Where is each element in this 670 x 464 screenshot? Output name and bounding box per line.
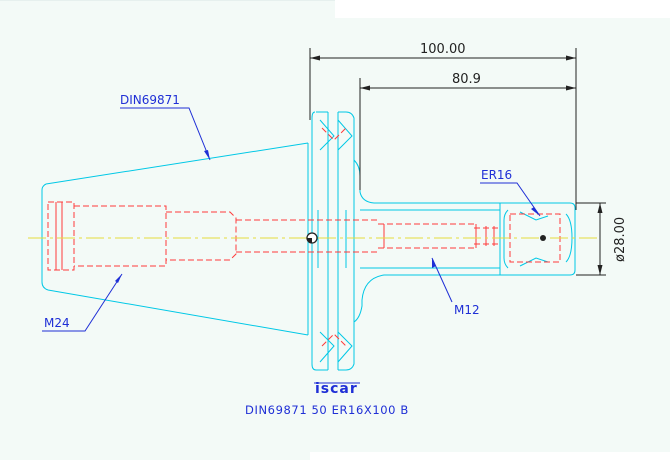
arrow [531, 207, 540, 216]
center-mark-right [540, 235, 546, 241]
dimension-arrows [310, 55, 603, 275]
bore-step [166, 211, 237, 261]
hidden-lines [47, 127, 561, 347]
vgroove-lower [319, 331, 353, 363]
arrow [597, 265, 603, 275]
pilot-bore [474, 227, 500, 245]
dimension-lines [309, 48, 606, 276]
arrow [310, 55, 320, 61]
label-er16: ER16 [481, 168, 512, 182]
arrow [115, 274, 122, 283]
taper-lower-edge [47, 289, 309, 336]
groove-hidden [321, 127, 347, 347]
arrow [597, 203, 603, 213]
leader-din [120, 107, 211, 161]
dim-gauge-length: 80.9 [452, 72, 481, 87]
arrow [432, 258, 436, 268]
collet-cone [519, 211, 549, 267]
collet-bore [509, 213, 561, 263]
through-bore [236, 219, 378, 253]
vgroove-upper [319, 119, 353, 151]
m12-bore [378, 223, 474, 249]
leader-arrows [115, 150, 540, 283]
m24-thread-bore [74, 205, 167, 267]
dim-overall-length: 100.00 [420, 42, 466, 57]
arrow [204, 150, 210, 160]
arrow [360, 85, 370, 91]
leaders [42, 107, 541, 332]
tool-designation: DIN69871 50 ER16X100 B [245, 403, 409, 417]
label-din69871: DIN69871 [120, 93, 180, 107]
arrow [566, 85, 576, 91]
collet-pocket [503, 209, 509, 269]
dim-nose-diameter: ø28.00 [613, 217, 628, 262]
taper-upper-edge [45, 142, 309, 185]
solid-red-lines [55, 202, 495, 270]
leader-er16 [480, 182, 541, 217]
leader-m24 [42, 273, 123, 332]
flange-right-edge [345, 111, 355, 371]
arrow [566, 55, 576, 61]
retention-knob-seat [47, 201, 75, 271]
flange-rim [316, 111, 328, 371]
taper-small-end [41, 183, 49, 291]
center-mark-fill [307, 238, 312, 243]
knob-marks [55, 202, 63, 270]
flange-rim-right [338, 111, 346, 371]
label-m12: M12 [454, 303, 480, 317]
brand-logo: iscar [315, 381, 358, 397]
label-m24: M24 [44, 316, 70, 330]
thread-marks [383, 224, 495, 248]
